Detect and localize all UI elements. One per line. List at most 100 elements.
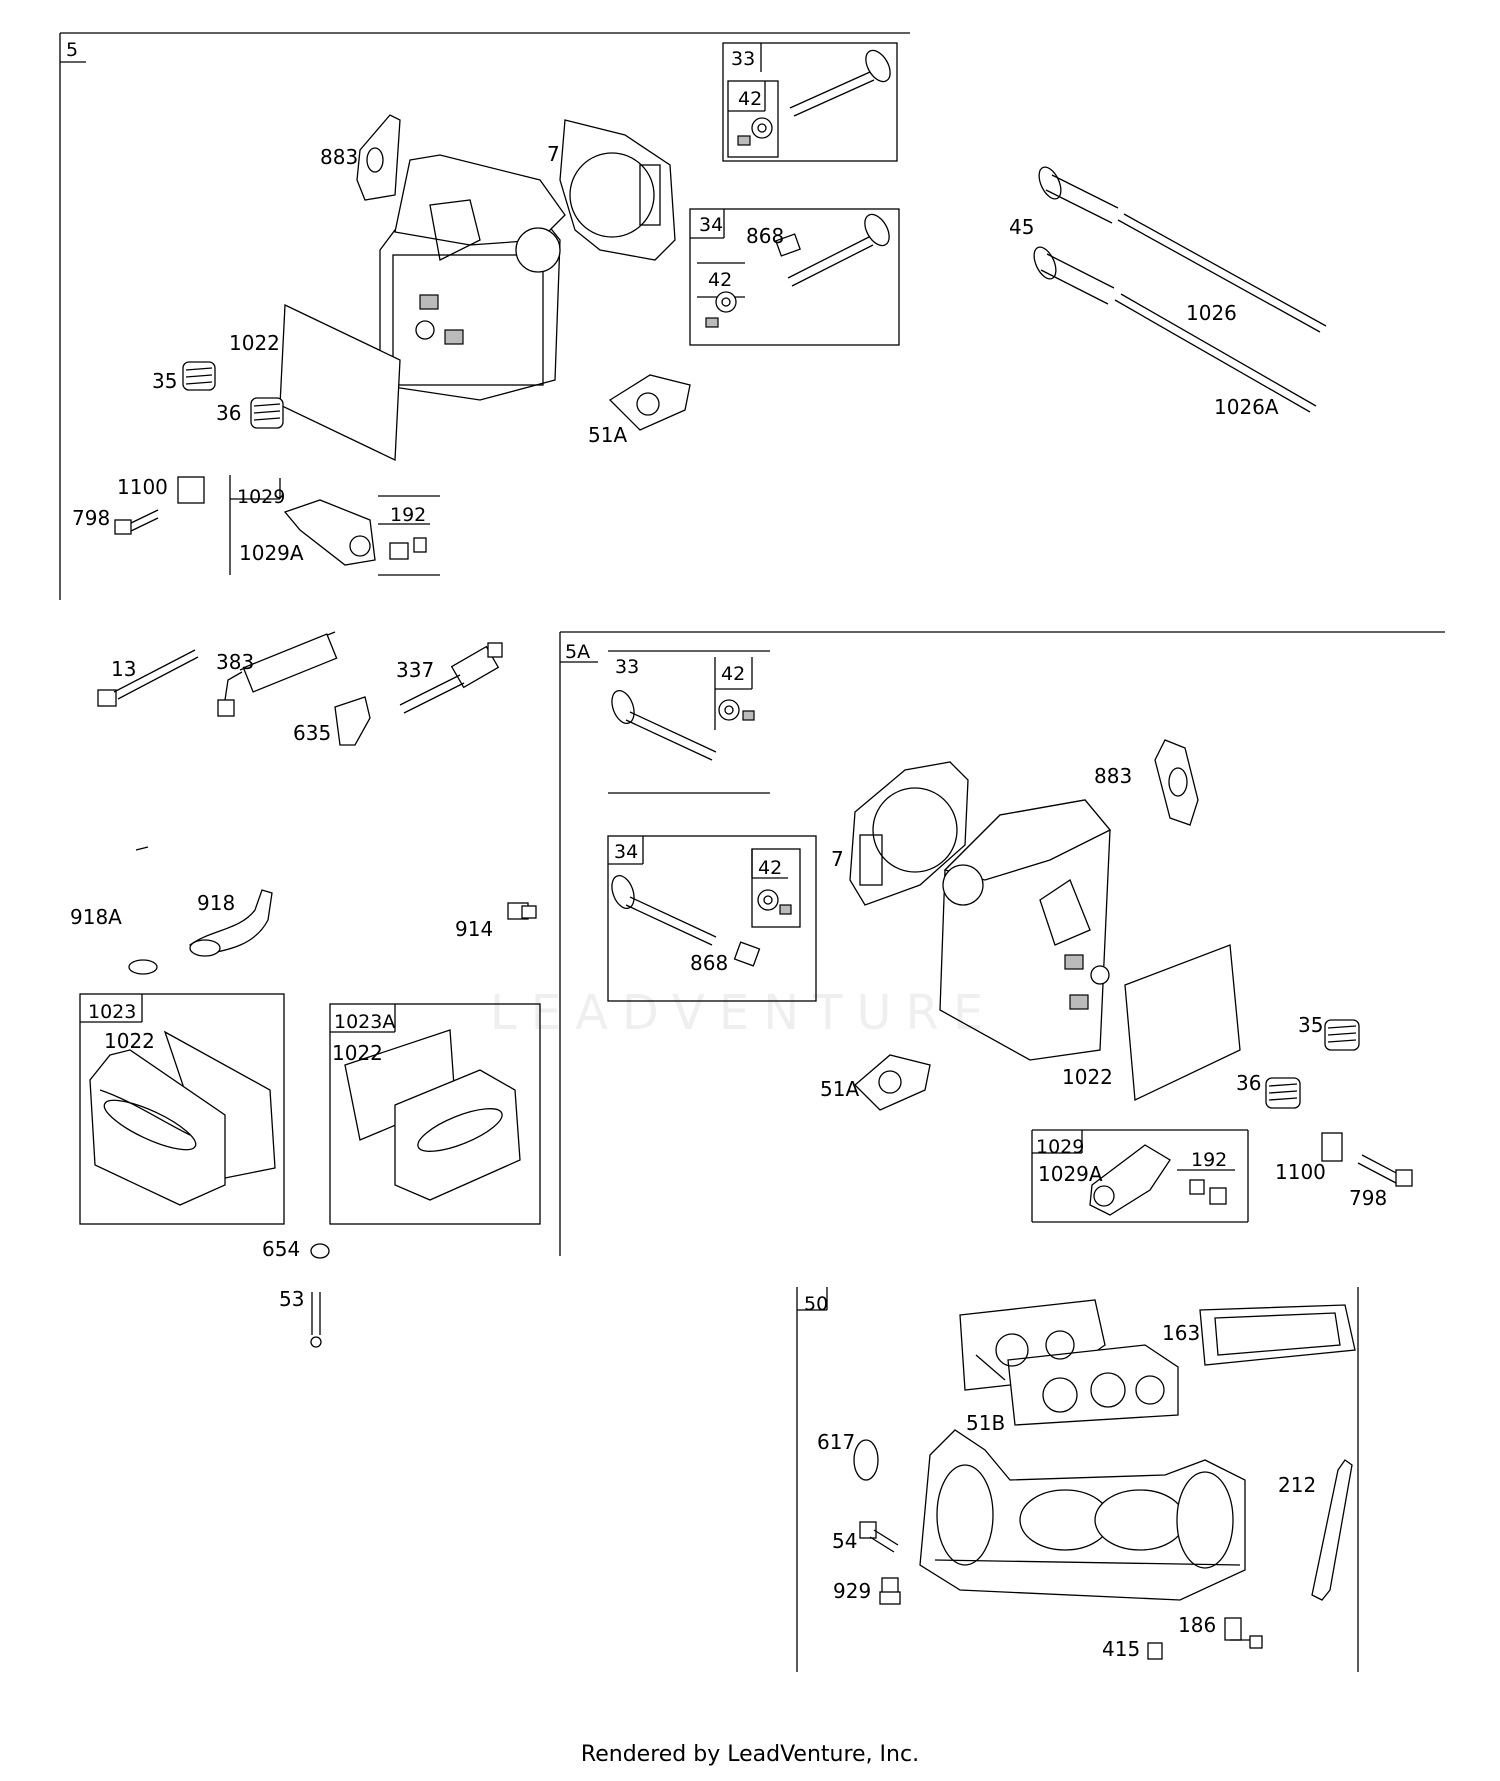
bolt-13-drawing (97, 649, 199, 707)
group-label-33[interactable]: 33 (731, 48, 756, 70)
callout-914[interactable]: 914 (455, 917, 494, 941)
nut-192-drawing (389, 542, 409, 560)
group-label-42[interactable]: 42 (721, 663, 746, 685)
callout-54[interactable]: 54 (832, 1529, 858, 1553)
tube-212-drawing (1311, 1459, 1353, 1601)
gasket-51a-5a-drawing (854, 1054, 931, 1111)
callout-918a[interactable]: 918A (70, 905, 122, 929)
group-label-34[interactable]: 34 (614, 841, 639, 863)
group-label-1023[interactable]: 1023 (88, 1001, 137, 1023)
gasket-51b-drawing (959, 1299, 1179, 1426)
group-label-33[interactable]: 33 (615, 656, 640, 678)
group-label-42[interactable]: 42 (758, 857, 783, 879)
callout-415[interactable]: 415 (1102, 1637, 1141, 1661)
callout-163[interactable]: 163 (1162, 1321, 1201, 1345)
group-label-192[interactable]: 192 (390, 504, 427, 526)
nut-192-5a-drawing (1189, 1179, 1205, 1195)
valve-33-box (722, 42, 898, 162)
bolt-798-5a-drawing (1357, 1154, 1413, 1187)
valve-33-5a-drawing (611, 690, 755, 761)
group-label-50: 50 (804, 1293, 829, 1315)
rocker-cover-1023-drawing (89, 1030, 276, 1206)
rocker-cover-1023-box (79, 993, 285, 1225)
callout-798[interactable]: 798 (1349, 1186, 1388, 1210)
callout-635[interactable]: 635 (293, 721, 332, 745)
callout-883[interactable]: 883 (1094, 764, 1133, 788)
callout-337[interactable]: 337 (396, 658, 435, 682)
section-5-frame (59, 32, 910, 600)
gasket-163-drawing (1199, 1304, 1356, 1366)
part-383-drawing (217, 631, 338, 717)
callout-51a[interactable]: 51A (820, 1077, 860, 1101)
callout-53[interactable]: 53 (279, 1287, 305, 1311)
watermark: LEADVENTURE (490, 985, 998, 1041)
tube-918-drawing (189, 889, 273, 956)
group-label-42[interactable]: 42 (738, 88, 763, 110)
callout-36[interactable]: 36 (1236, 1071, 1262, 1095)
callout-918[interactable]: 918 (197, 891, 236, 915)
callout-1026[interactable]: 1026 (1186, 301, 1237, 325)
callout-617[interactable]: 617 (817, 1430, 856, 1454)
callout-883[interactable]: 883 (320, 145, 359, 169)
group-label-34[interactable]: 34 (699, 214, 724, 236)
callout-7[interactable]: 7 (547, 142, 560, 166)
head-gasket-7-drawing (559, 119, 676, 261)
group-label-1023a[interactable]: 1023A (334, 1011, 396, 1033)
callout-1026a[interactable]: 1026A (1214, 395, 1279, 419)
gasket-51a-drawing (608, 374, 691, 431)
callout-868[interactable]: 868 (746, 224, 785, 248)
callout-7[interactable]: 7 (831, 847, 844, 871)
callout-868[interactable]: 868 (690, 951, 729, 975)
callout-1022[interactable]: 1022 (1062, 1065, 1113, 1089)
callout-36[interactable]: 36 (216, 401, 242, 425)
callout-929[interactable]: 929 (833, 1579, 872, 1603)
callout-1022[interactable]: 1022 (332, 1041, 383, 1065)
valve-34-box (689, 208, 900, 346)
callout-798[interactable]: 798 (72, 506, 111, 530)
fitting-186-drawing (1224, 1617, 1263, 1649)
group-label-5a: 5A (565, 641, 591, 663)
part-1100-drawing (177, 476, 205, 504)
callout-1029a[interactable]: 1029A (239, 541, 304, 565)
callout-51a[interactable]: 51A (588, 423, 628, 447)
callout-1100[interactable]: 1100 (1275, 1160, 1326, 1184)
cylinder-head-5-drawing (379, 154, 566, 401)
gasket-1022-5a-drawing (1124, 944, 1241, 1101)
callout-1022[interactable]: 1022 (104, 1029, 155, 1053)
bolt-798-drawing (114, 509, 159, 535)
group-label-1029[interactable]: 1029 (237, 486, 286, 508)
part-654-drawing (310, 1243, 330, 1259)
group-label-42[interactable]: 42 (708, 269, 733, 291)
part-918a-top-drawing (135, 846, 149, 851)
callout-35[interactable]: 35 (152, 369, 178, 393)
pushrods-drawing (1033, 166, 1327, 413)
callout-1100[interactable]: 1100 (117, 475, 168, 499)
valve-34-drawing (705, 213, 890, 328)
footer-credit: Rendered by LeadVenture, Inc. (580, 1742, 920, 1767)
callout-654[interactable]: 654 (262, 1237, 301, 1261)
callout-51b[interactable]: 51B (966, 1411, 1006, 1435)
section-5a-frame (559, 631, 1445, 1256)
callout-383[interactable]: 383 (216, 650, 255, 674)
callout-186[interactable]: 186 (1178, 1613, 1217, 1637)
callout-45[interactable]: 45 (1009, 215, 1035, 239)
o-ring-617-drawing (853, 1439, 879, 1481)
group-label-1029[interactable]: 1029 (1036, 1136, 1085, 1158)
callout-13[interactable]: 13 (111, 657, 137, 681)
callout-212[interactable]: 212 (1278, 1473, 1317, 1497)
fitting-415-drawing (1147, 1642, 1163, 1660)
part-929-drawing (879, 1577, 901, 1605)
part-1100-5a-drawing (1321, 1132, 1343, 1162)
group-label-192[interactable]: 192 (1191, 1149, 1228, 1171)
rocker-cover-1023a-drawing (344, 1029, 521, 1201)
intake-manifold-drawing (919, 1429, 1246, 1601)
part-918a-drawing (128, 959, 158, 975)
valve-34-5a-drawing (611, 875, 792, 967)
callout-1029a[interactable]: 1029A (1038, 1162, 1103, 1186)
valve-34-5a-box (607, 835, 817, 1002)
section-50-frame (796, 1287, 1359, 1672)
callout-1022[interactable]: 1022 (229, 331, 280, 355)
spark-plug-337-drawing (399, 642, 503, 714)
callout-35[interactable]: 35 (1298, 1013, 1324, 1037)
